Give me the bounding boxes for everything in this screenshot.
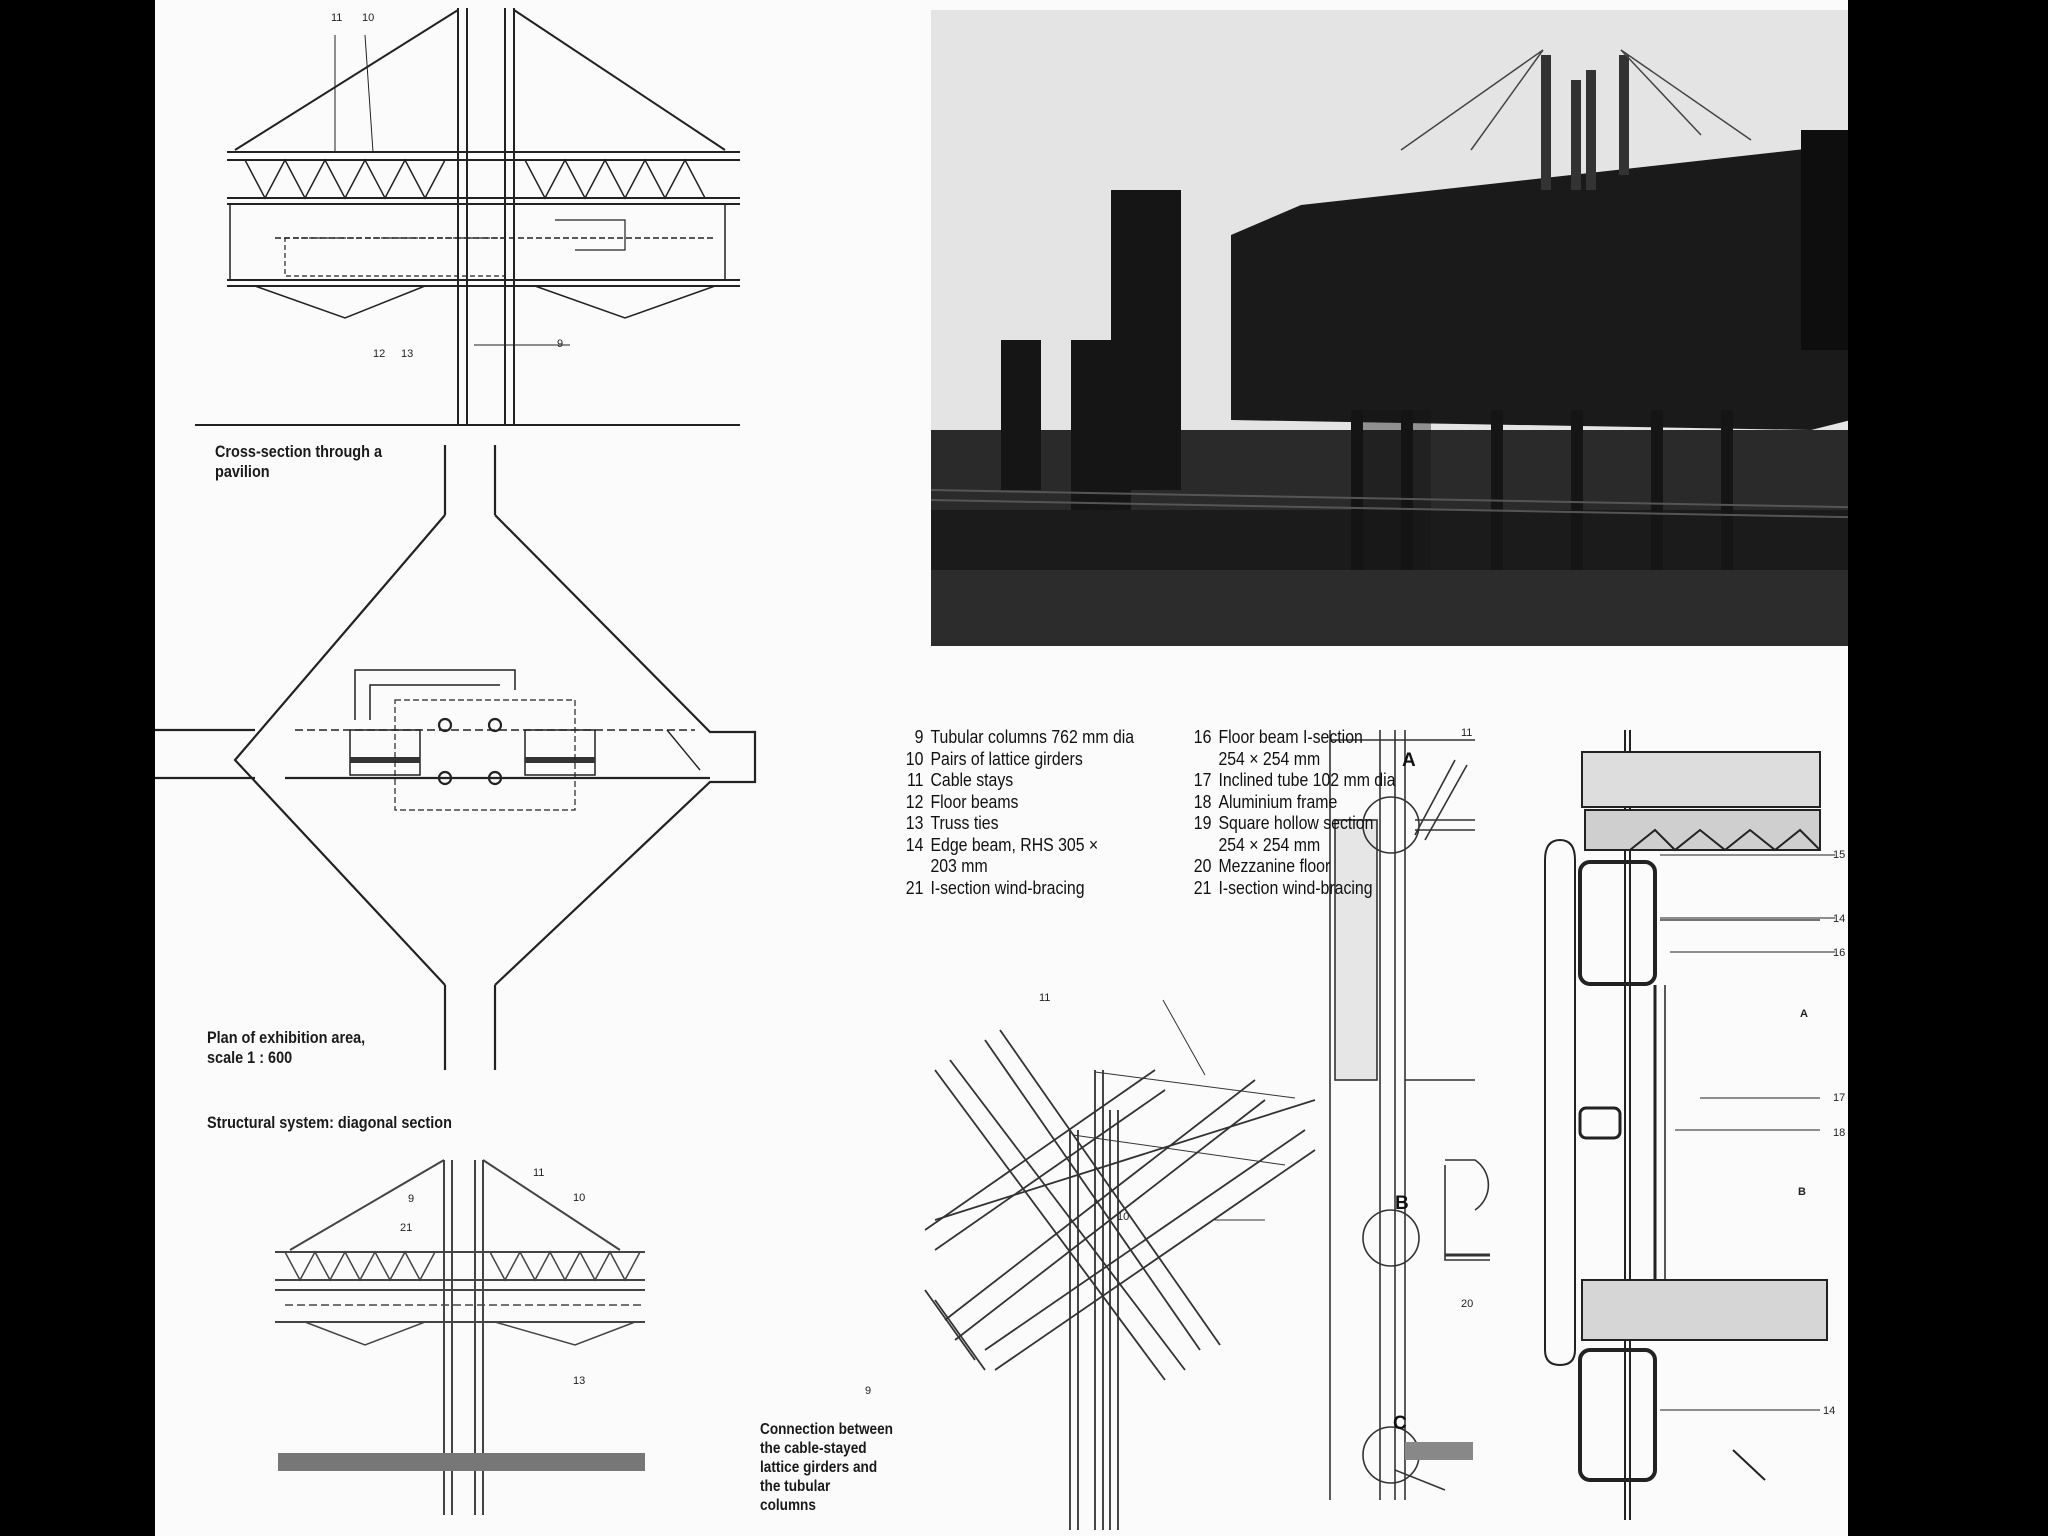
- callout-label: 10: [362, 12, 375, 24]
- callout-label: 21: [400, 1222, 413, 1234]
- detail-marker: C: [1393, 1413, 1407, 1434]
- detail-marker: B: [1395, 1193, 1409, 1214]
- callout-label: 15: [1833, 849, 1846, 861]
- book-page: Cross-section through a pavilion Plan of…: [155, 0, 1848, 1536]
- callout-label: 9: [865, 1385, 872, 1397]
- callout-label: 10: [1117, 1211, 1130, 1223]
- callout-label: 14: [1823, 1405, 1836, 1417]
- callout-label: A: [1800, 1008, 1808, 1020]
- callout-label: 14: [1833, 913, 1846, 925]
- callout-label: 13: [401, 348, 414, 360]
- caption-connection: Connection between the cable-stayed latt…: [760, 1421, 893, 1514]
- pavilion-photograph: [931, 10, 1848, 646]
- callout-label: 11: [533, 1167, 545, 1179]
- callout-label: 9: [557, 338, 564, 350]
- callout-label: 18: [1833, 1127, 1846, 1139]
- pavilion-photo-image: [931, 10, 1848, 646]
- callout-label: 12: [373, 348, 386, 360]
- callout-label: 20: [1461, 1298, 1474, 1310]
- callout-label: 11: [1461, 727, 1473, 739]
- callout-label: 16: [1833, 947, 1846, 959]
- caption-plan: Plan of exhibition area, scale 1 : 600: [207, 1028, 366, 1067]
- detail-marker: A: [1402, 750, 1416, 771]
- caption-structural-system: Structural system: diagonal section: [207, 1113, 452, 1132]
- callout-label: 11: [1039, 992, 1051, 1004]
- callout-label: 10: [573, 1192, 586, 1204]
- callout-label: 13: [573, 1375, 586, 1387]
- callout-label: 9: [408, 1193, 415, 1205]
- caption-cross-section: Cross-section through a pavilion: [215, 442, 382, 481]
- callout-label: B: [1798, 1186, 1806, 1198]
- callout-label: 17: [1833, 1092, 1846, 1104]
- callout-label: 11: [331, 12, 343, 24]
